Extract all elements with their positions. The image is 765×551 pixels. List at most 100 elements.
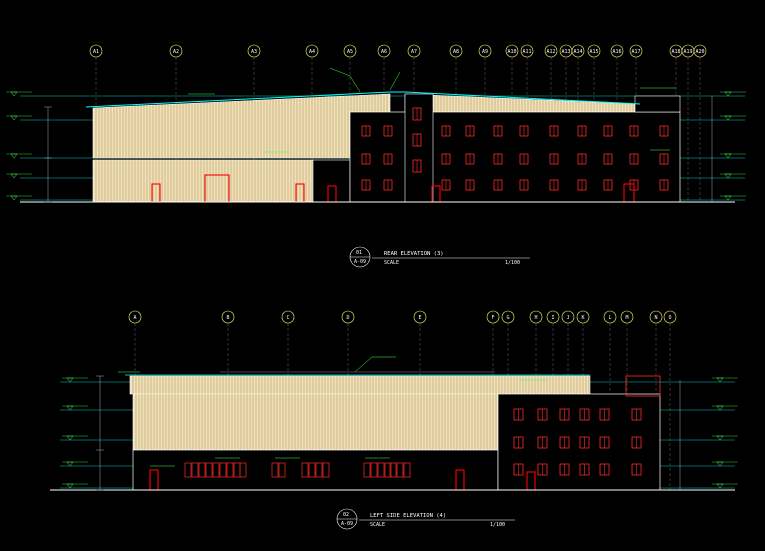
grid-bubble-icon <box>128 310 142 324</box>
window <box>239 462 247 478</box>
grid-bubble-icon <box>520 44 534 58</box>
window <box>278 462 286 478</box>
grid-bubble-icon <box>561 310 575 324</box>
window <box>212 462 220 478</box>
grid-label: A15 <box>589 49 598 55</box>
grid-label: A <box>133 315 136 321</box>
grid-bubble-icon <box>603 310 617 324</box>
left-scale-value: 1/100 <box>490 522 505 528</box>
grid-label: N <box>654 315 657 321</box>
grid-label: G <box>506 315 509 321</box>
left-stair-cap <box>625 375 661 397</box>
grid-label: D <box>346 315 349 321</box>
grid-label: K <box>581 315 584 321</box>
grid-label: A19 <box>683 49 692 55</box>
grid-bubble-icon <box>305 44 319 58</box>
grid-bubble-icon <box>169 44 183 58</box>
window <box>191 462 199 478</box>
grid-label: A5 <box>347 49 353 55</box>
grid-label: F <box>491 315 494 321</box>
rear-left-dimension <box>44 106 52 203</box>
window <box>301 462 309 478</box>
grid-label: J <box>566 315 569 321</box>
grid-label: E <box>418 315 421 321</box>
grid-label: A17 <box>631 49 640 55</box>
rear-scale-value: 1/100 <box>505 260 520 266</box>
rear-annotations <box>188 67 676 153</box>
grid-bubble-icon <box>571 44 585 58</box>
grid-bubble-icon <box>343 44 357 58</box>
grid-label: O <box>668 315 671 321</box>
grid-label: A20 <box>695 49 704 55</box>
grid-label: B <box>226 315 229 321</box>
left-scale-label: SCALE <box>370 522 385 528</box>
grid-bubble-icon <box>546 310 560 324</box>
window <box>271 462 279 478</box>
rear-title-number: 01 <box>356 250 362 256</box>
grid-bubble-icon <box>413 310 427 324</box>
grid-bubble-icon <box>629 44 643 58</box>
window <box>396 462 404 478</box>
grid-label: A14 <box>573 49 582 55</box>
rear-lower-wall-right <box>312 159 351 203</box>
grid-bubble-icon <box>610 44 624 58</box>
rear-roof-line <box>85 91 641 108</box>
grid-bubble-icon <box>281 310 295 324</box>
window <box>403 462 411 478</box>
rear-scale-label: SCALE <box>384 260 399 266</box>
left-parapet-ribs <box>132 376 590 394</box>
grid-bubble-icon <box>377 44 391 58</box>
window <box>308 462 316 478</box>
grid-label: A7 <box>411 49 417 55</box>
grid-label: A6 <box>381 49 387 55</box>
grid-label: M <box>625 315 628 321</box>
rear-sheet-ref: A-09 <box>354 259 366 265</box>
grid-label: A11 <box>522 49 531 55</box>
left-title-number: 02 <box>343 512 349 518</box>
rear-warehouse-block <box>92 93 391 203</box>
rear-office-wall <box>349 111 681 203</box>
grid-bubble-icon <box>89 44 103 58</box>
grid-bubble-icon <box>529 310 543 324</box>
grid-bubble-icon <box>544 44 558 58</box>
window <box>370 462 378 478</box>
grid-bubble-icon <box>247 44 261 58</box>
grid-label: A4 <box>309 49 315 55</box>
grid-bubble-icon <box>587 44 601 58</box>
grid-label: A8 <box>453 49 459 55</box>
grid-bubble-icon <box>221 310 235 324</box>
grid-label: A10 <box>507 49 516 55</box>
left-warehouse-lower-wall <box>132 449 499 491</box>
left-left-dimension <box>96 375 104 491</box>
window <box>315 462 323 478</box>
grid-label: C <box>286 315 289 321</box>
left-office-windows <box>513 408 642 476</box>
left-title: LEFT SIDE ELEVATION (4) <box>370 513 446 519</box>
left-office-wall <box>497 393 661 491</box>
rear-lower-cladding-ribs <box>95 160 313 202</box>
grid-bubble-icon <box>505 44 519 58</box>
grid-label: A13 <box>561 49 570 55</box>
left-annotations <box>118 356 548 467</box>
left-sheet-ref: A-09 <box>341 521 353 527</box>
grid-label: A2 <box>173 49 179 55</box>
window <box>226 462 234 478</box>
window <box>384 462 392 478</box>
window <box>363 462 371 478</box>
grid-label: A12 <box>546 49 555 55</box>
left-warehouse-cladding <box>132 393 499 451</box>
grid-bubble-icon <box>449 44 463 58</box>
grid-bubble-icon <box>620 310 634 324</box>
grid-label: H <box>534 315 537 321</box>
window <box>389 462 397 478</box>
grid-bubble-icon <box>693 44 707 58</box>
grid-bubble-icon <box>501 310 515 324</box>
rear-office-windows <box>361 107 669 191</box>
window <box>205 462 213 478</box>
grid-bubble-icon <box>478 44 492 58</box>
grid-label: A9 <box>482 49 488 55</box>
window <box>219 462 227 478</box>
